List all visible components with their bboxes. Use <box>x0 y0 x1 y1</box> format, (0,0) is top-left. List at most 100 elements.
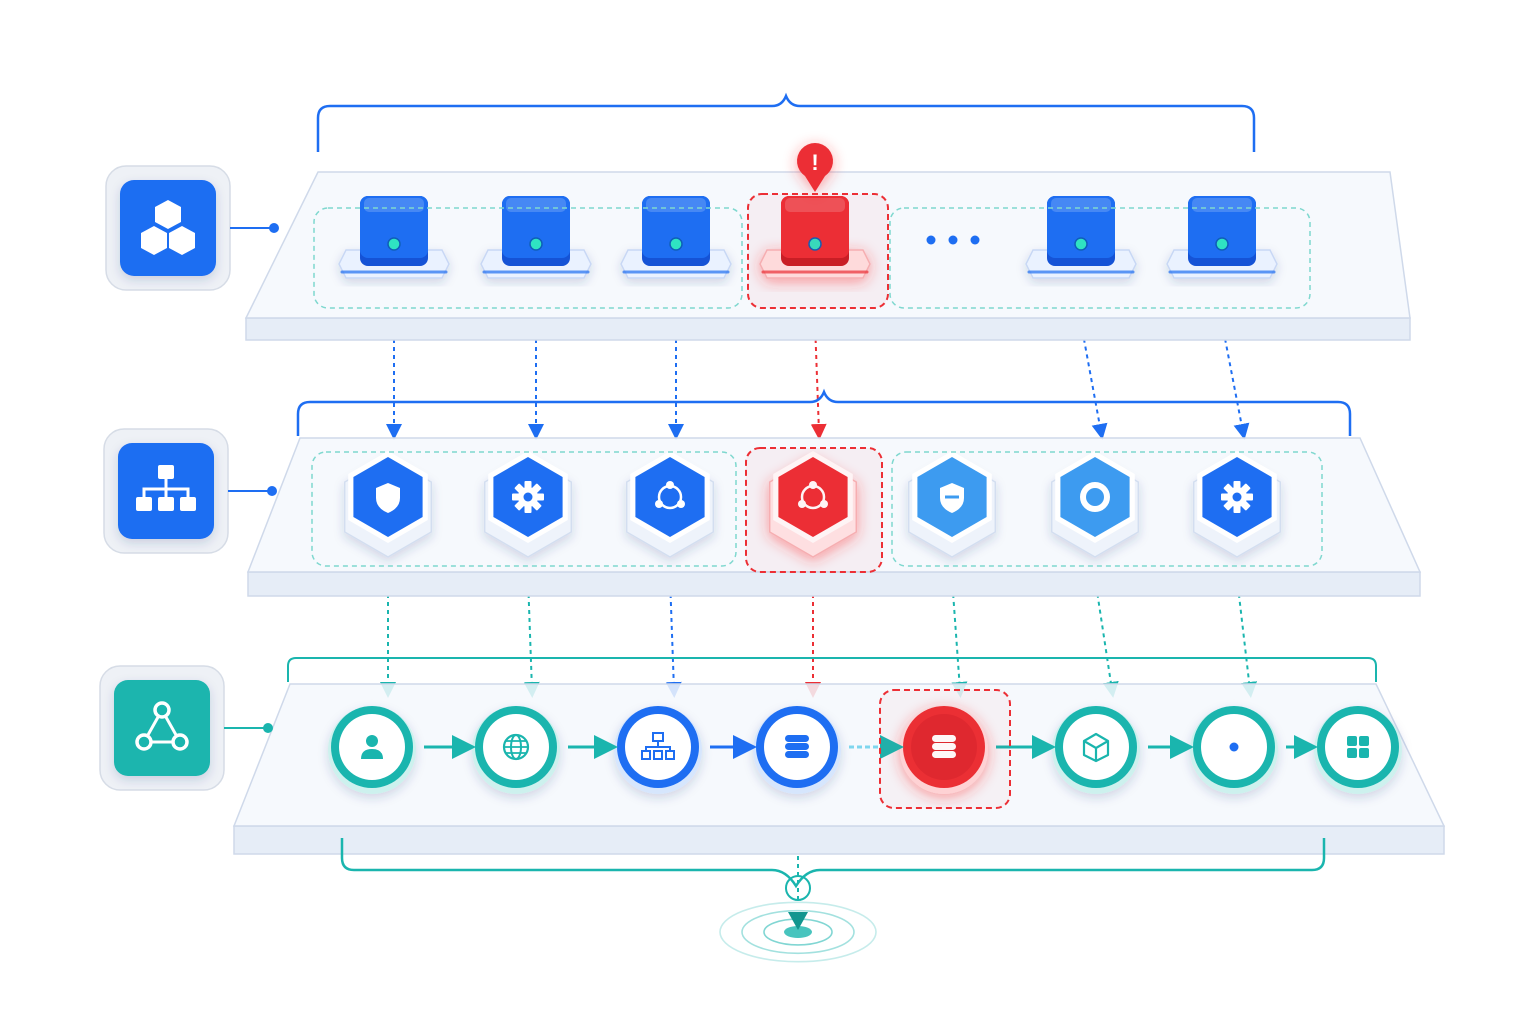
gear-tooth <box>512 493 520 501</box>
server-status-light <box>387 237 401 251</box>
gear-icon <box>1221 481 1253 513</box>
gear-tooth <box>1233 481 1241 489</box>
gear-tooth <box>1245 493 1253 501</box>
gear-tooth <box>1233 505 1241 513</box>
network-node <box>677 500 685 508</box>
gear-tooth <box>1221 493 1229 501</box>
service-node <box>1192 451 1282 558</box>
server-highlight <box>506 198 566 212</box>
network-node <box>655 500 663 508</box>
network-nodes-icon <box>655 481 685 510</box>
compute-to-services-arrow <box>1080 322 1108 440</box>
triangle-node <box>171 733 189 751</box>
server-status-light <box>529 237 543 251</box>
service-hex <box>778 457 848 537</box>
pipeline-node <box>1052 706 1140 794</box>
box-icon <box>1082 732 1110 763</box>
server-body <box>1047 196 1115 258</box>
server-highlight <box>1051 198 1111 212</box>
compute-group-bracket <box>316 92 1256 152</box>
cube-shape <box>169 226 195 255</box>
server-body <box>360 196 428 258</box>
pipeline-node <box>753 706 841 794</box>
shield-minus-icon <box>940 483 964 513</box>
gear-hole <box>1229 742 1239 752</box>
user-head <box>366 735 378 747</box>
services-group-frame-left <box>311 451 737 567</box>
panel-front-edge <box>233 825 1445 855</box>
network-nodes-icon <box>798 481 828 510</box>
alert-symbol: ! <box>811 150 818 175</box>
service-node-error <box>768 451 858 558</box>
database-disk <box>932 743 956 750</box>
service-node <box>343 451 433 558</box>
ring-gear-icon <box>1080 482 1110 512</box>
globe-icon <box>502 733 530 761</box>
triangle-node <box>153 701 171 719</box>
grid-cell <box>1347 748 1357 758</box>
node-links <box>645 741 671 751</box>
pipeline-node <box>614 706 702 794</box>
service-hex <box>635 457 705 537</box>
server-highlight <box>364 198 424 212</box>
pipeline-group-bracket <box>287 657 1377 682</box>
ripple-ring <box>741 909 855 955</box>
gear-icon <box>512 481 544 513</box>
services-group-bracket <box>296 388 1352 436</box>
grid-cell <box>1359 736 1369 746</box>
server-node <box>338 196 450 279</box>
server-node-error <box>759 196 871 279</box>
gear-hole <box>1232 492 1242 502</box>
server-body <box>642 196 710 258</box>
service-node <box>1050 451 1140 558</box>
node-top <box>158 465 174 479</box>
service-node <box>483 451 573 558</box>
ring-shape <box>1080 482 1110 512</box>
pipeline-node <box>1190 706 1278 794</box>
server-status-light <box>1074 237 1088 251</box>
badge-connector-dot <box>267 486 277 496</box>
node-child <box>158 497 174 511</box>
database-disk <box>785 735 809 742</box>
compute-group-frame-right <box>889 207 1311 309</box>
server-node <box>620 196 732 279</box>
ellipsis-dot <box>948 235 958 245</box>
server-body <box>781 196 849 258</box>
gear-tooth <box>1242 743 1250 751</box>
node-links <box>142 479 190 497</box>
hierarchy-icon <box>136 465 196 511</box>
triangle-links <box>141 706 183 744</box>
pipeline-node <box>472 706 560 794</box>
error-frame-compute <box>747 193 889 309</box>
gear-hole <box>523 492 533 502</box>
layer-badges <box>99 165 279 791</box>
gear-tooth <box>524 481 532 489</box>
cube-shape <box>141 226 167 255</box>
shield-icon <box>376 483 400 513</box>
more-servers-ellipsis <box>926 235 980 245</box>
ellipsis-dot <box>926 235 936 245</box>
gear-tooth <box>524 505 532 513</box>
badge-connector-dot <box>269 223 279 233</box>
server-body <box>1188 196 1256 258</box>
box-shape <box>1082 732 1110 763</box>
service-node <box>907 451 997 558</box>
gear-tooth <box>1218 743 1226 751</box>
network-node <box>666 481 674 489</box>
triangle-nodes-icon <box>135 701 189 751</box>
compute-layer-badge <box>105 165 279 291</box>
pipeline-node-error <box>900 706 988 794</box>
user-body <box>361 749 383 759</box>
badge-tile <box>114 680 210 776</box>
network-node <box>809 481 817 489</box>
alert-icon: ! <box>797 143 834 192</box>
ripple-ring <box>719 901 877 963</box>
gear-tooth <box>1230 755 1238 763</box>
database-icon <box>785 735 809 758</box>
node-child <box>653 750 663 760</box>
database-disk <box>932 735 956 742</box>
user-icon <box>361 735 383 759</box>
diagram-overlay: ! <box>287 92 1377 963</box>
gear-tooth <box>536 493 544 501</box>
network-node <box>820 500 828 508</box>
